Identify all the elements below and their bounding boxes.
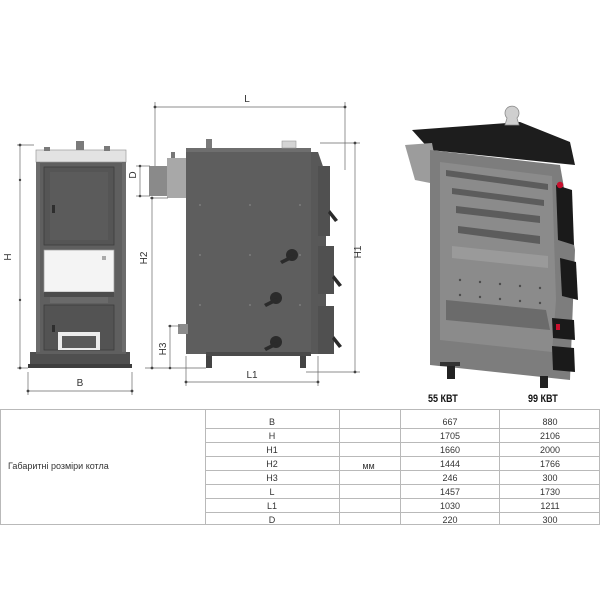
value-99kw: 300 <box>542 473 558 483</box>
side-dimensions <box>136 102 360 386</box>
table-row: H 1705 2106 <box>205 429 600 443</box>
side-view <box>149 139 342 368</box>
param-name: H1 <box>266 445 278 455</box>
table-row: L1 1030 1211 <box>205 499 600 513</box>
dim-label-l1: L1 <box>246 370 258 381</box>
value-55kw: 1444 <box>439 459 461 469</box>
model-header-55kw: 55 КВТ <box>428 393 458 405</box>
param-name: B <box>268 417 275 427</box>
value-55kw: 1705 <box>439 431 461 441</box>
dimensions-table: Габаритні розміри котла мм B 667 880 H 1… <box>0 409 600 527</box>
value-55kw: 1030 <box>439 501 461 511</box>
table-row: B 667 880 <box>205 415 600 429</box>
value-99kw: 300 <box>542 515 558 525</box>
value-99kw: 1730 <box>539 487 561 497</box>
value-99kw: 1211 <box>540 501 560 511</box>
param-name: D <box>268 515 276 525</box>
value-55kw: 246 <box>442 473 458 483</box>
model-header-99kw: 99 КВТ <box>528 393 558 405</box>
dim-label-h: H <box>3 253 14 260</box>
table-row: D 220 300 <box>205 513 600 527</box>
value-55kw: 1457 <box>439 487 461 497</box>
dim-label-h3: H3 <box>158 342 169 355</box>
param-name: L <box>269 487 275 497</box>
value-55kw: 220 <box>442 515 458 525</box>
value-99kw: 2106 <box>539 431 561 441</box>
table-unit: мм <box>362 461 375 471</box>
value-99kw: 880 <box>542 417 558 427</box>
param-name: H3 <box>266 473 278 483</box>
value-55kw: 667 <box>442 417 458 427</box>
table-row: H3 246 300 <box>205 471 600 485</box>
dim-label-b: B <box>77 378 84 389</box>
value-55kw: 1660 <box>439 445 461 455</box>
dim-label-h2: H2 <box>139 251 150 264</box>
dim-label-h1: H1 <box>353 245 364 258</box>
param-name: H <box>268 431 276 441</box>
boiler-dimension-drawing: H B <box>3 94 578 395</box>
dim-label-l: L <box>244 94 250 105</box>
param-name: H2 <box>266 459 278 469</box>
param-name: L1 <box>266 501 277 511</box>
table-row: H2 1444 1766 <box>205 457 600 471</box>
front-dimensions <box>17 144 133 395</box>
table-description: Габаритні розміри котла <box>8 461 109 471</box>
table-row: H1 1660 2000 <box>205 443 600 457</box>
value-99kw: 2000 <box>539 445 561 455</box>
front-view <box>28 141 132 368</box>
boiler-cutaway-view <box>405 105 578 388</box>
table-row: L 1457 1730 <box>205 485 600 499</box>
dim-label-d: D <box>128 171 139 178</box>
value-99kw: 1766 <box>539 459 561 469</box>
